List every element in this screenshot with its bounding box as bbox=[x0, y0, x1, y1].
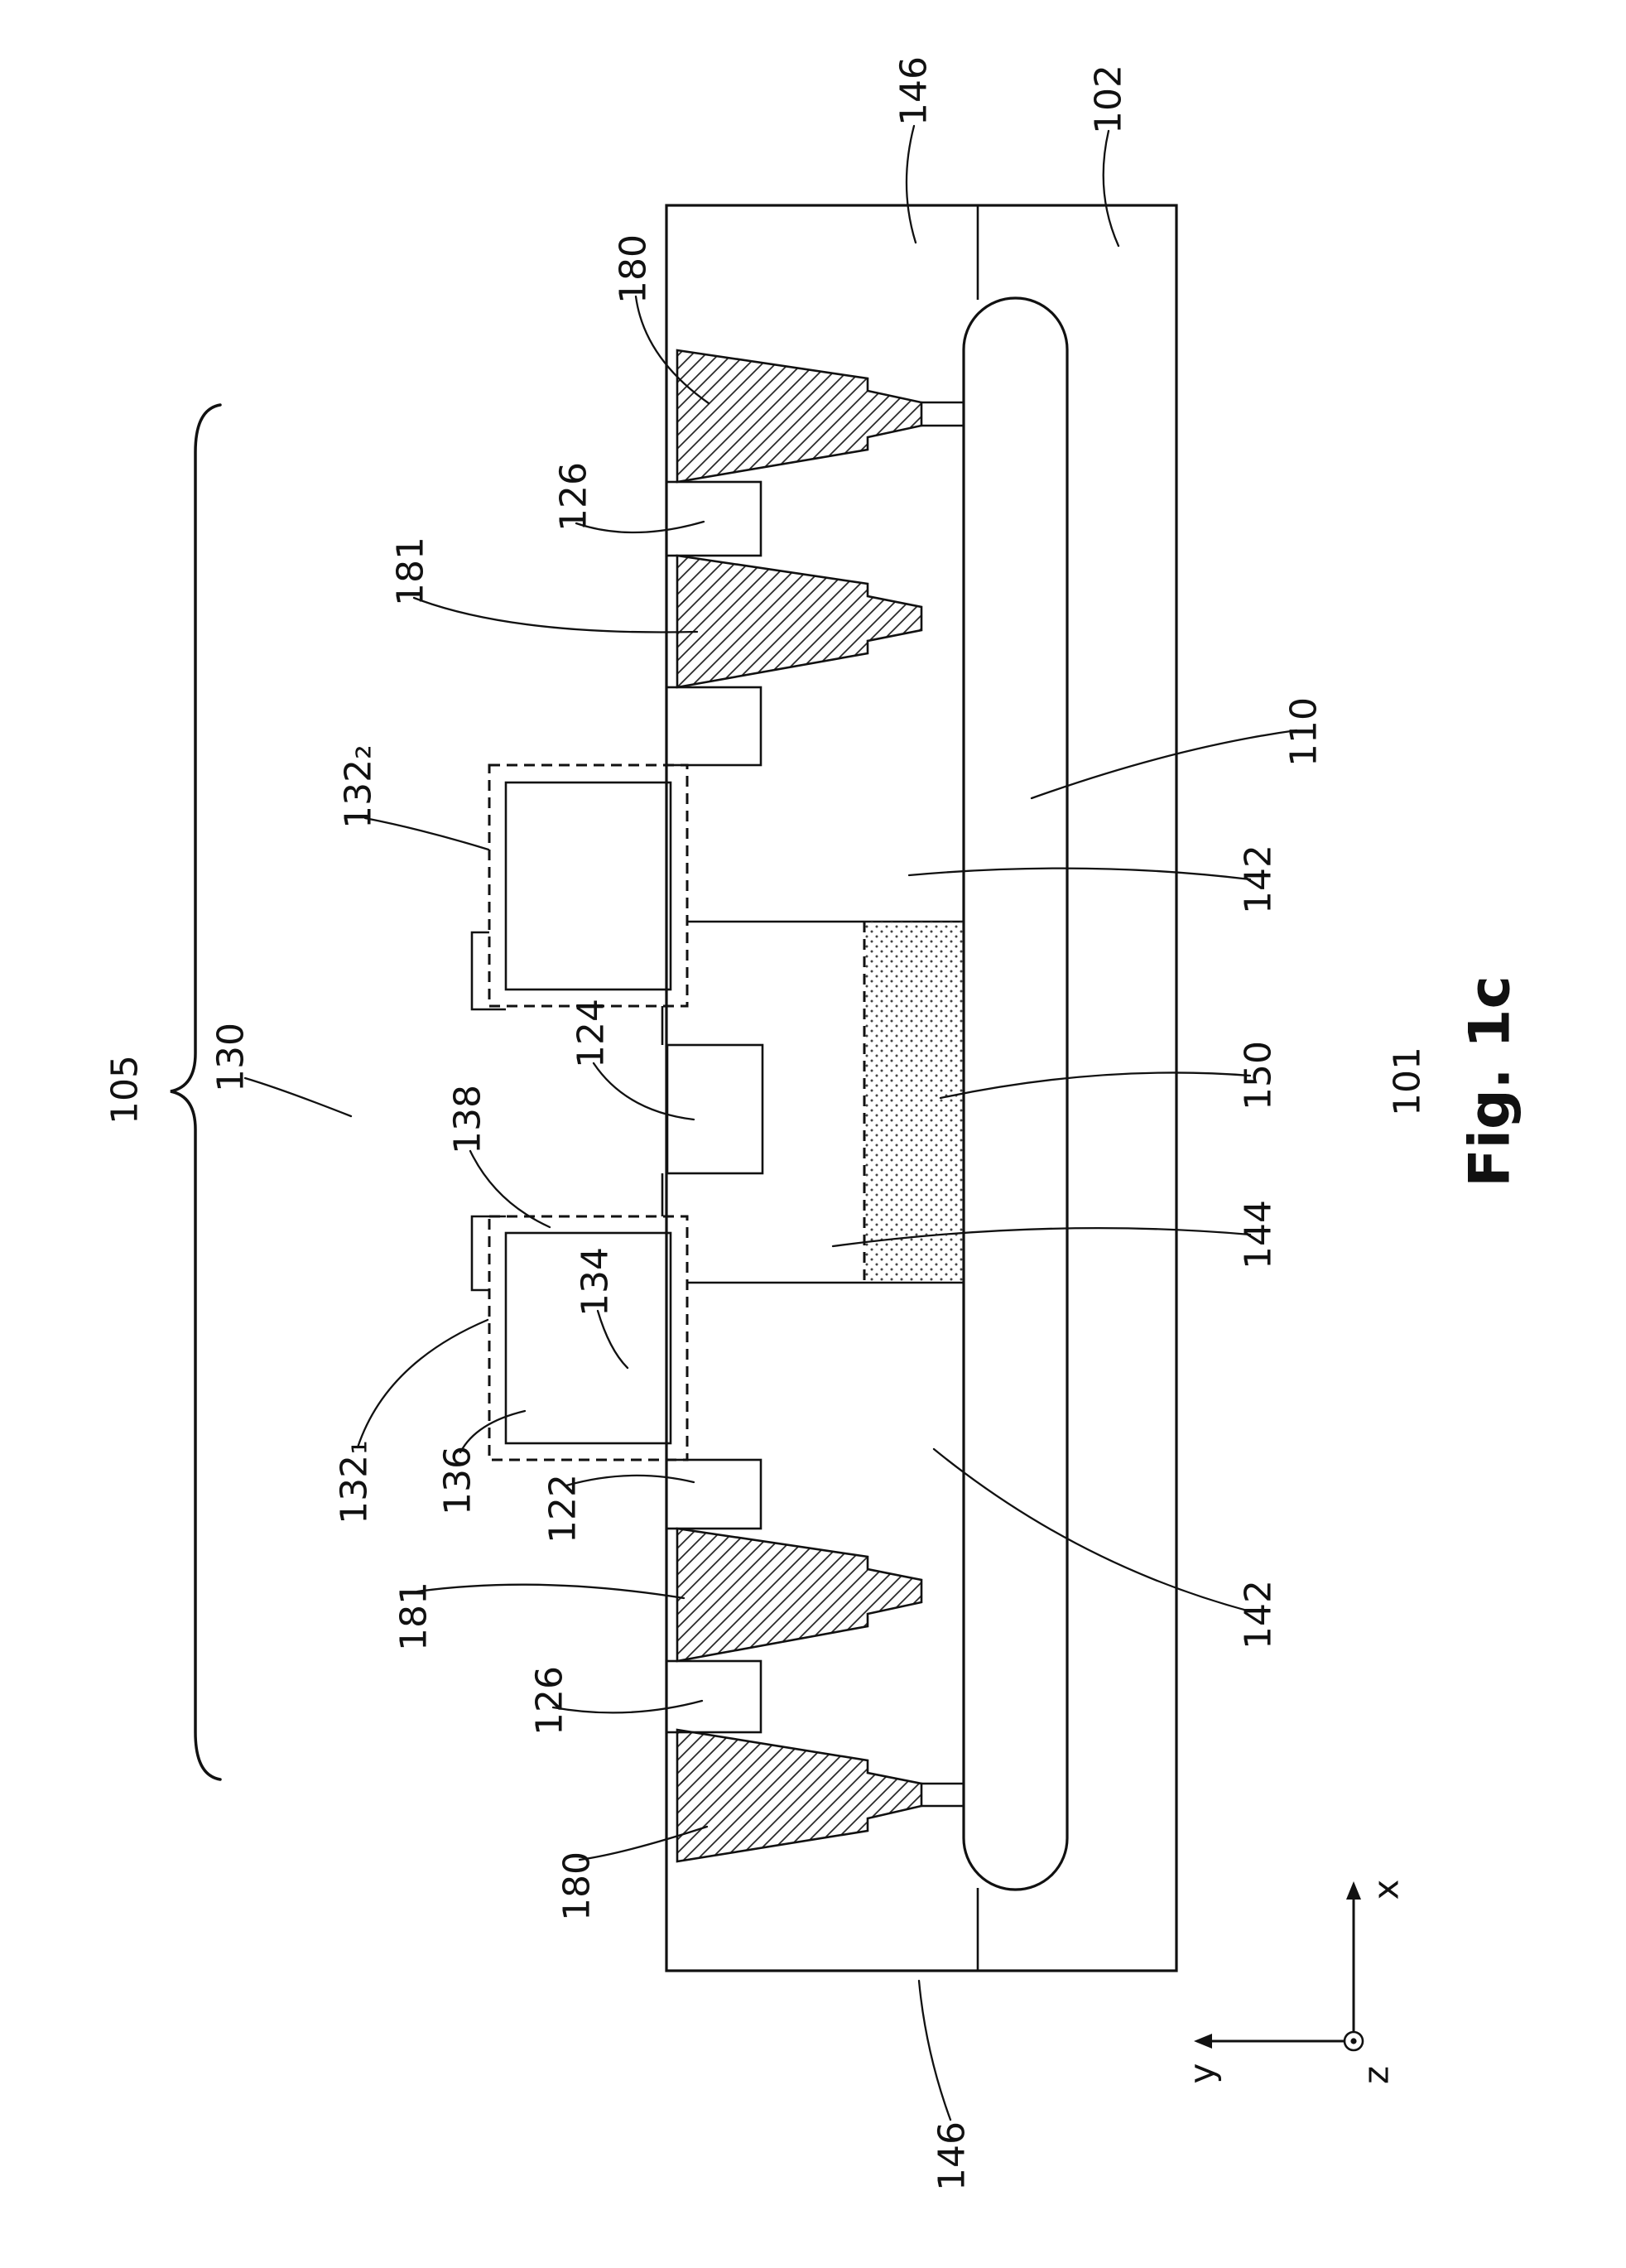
leader-181-top bbox=[412, 596, 699, 633]
center-structures bbox=[661, 1006, 764, 1216]
gate2-body bbox=[504, 781, 672, 991]
label-142-top: 142 bbox=[1238, 845, 1280, 914]
leader-146-top bbox=[905, 124, 917, 244]
leader-124 bbox=[592, 1062, 695, 1121]
label-101: 101 bbox=[1387, 1047, 1429, 1116]
y-axis-label: y bbox=[1182, 2063, 1223, 2084]
inner-well-region bbox=[687, 920, 964, 1284]
buried-well-110 bbox=[962, 296, 1069, 1891]
block-124 bbox=[666, 1043, 764, 1175]
z-axis-label: z bbox=[1356, 2066, 1397, 2084]
label-126-top: 126 bbox=[553, 462, 595, 532]
gate2-liner-tab bbox=[470, 931, 506, 1011]
label-122: 122 bbox=[542, 1474, 584, 1543]
label-180-bottom: 180 bbox=[556, 1851, 599, 1921]
leader-130 bbox=[243, 1076, 353, 1118]
leader-142-bottom bbox=[932, 1447, 1252, 1613]
label-142-bottom: 142 bbox=[1238, 1580, 1280, 1649]
label-181-bottom: 181 bbox=[393, 1582, 435, 1651]
leader-110 bbox=[1030, 729, 1298, 800]
leader-146-bottom bbox=[917, 1979, 952, 2121]
leader-180-bottom bbox=[578, 1825, 709, 1861]
label-132-1: 132₁ bbox=[334, 1440, 376, 1524]
doped-strip-150 bbox=[864, 922, 964, 1283]
label-132-2: 132₂ bbox=[338, 744, 380, 829]
gate-stack-2 bbox=[470, 763, 689, 1011]
leader-lines bbox=[243, 124, 1298, 2121]
region-122 bbox=[665, 1458, 762, 1530]
label-180-top: 180 bbox=[613, 234, 655, 304]
region-126-top bbox=[665, 480, 762, 557]
leader-138 bbox=[469, 1149, 551, 1229]
label-105: 105 bbox=[104, 1055, 147, 1124]
contact-181-bottom bbox=[676, 1527, 923, 1663]
gate-stack-1 bbox=[470, 1215, 689, 1461]
coordinate-axes: x y z bbox=[1182, 1880, 1407, 2084]
gate1-liner-tab bbox=[470, 1215, 506, 1292]
label-126-bottom: 126 bbox=[529, 1666, 571, 1736]
x-axis-arrowhead bbox=[1346, 1881, 1361, 1900]
leader-181-bottom bbox=[416, 1583, 686, 1600]
contact-180-bottom bbox=[676, 1728, 923, 1863]
reference-labels: 146 102 180 126 181 132₂ 124 138 134 136… bbox=[104, 56, 1429, 2191]
leader-132-1 bbox=[356, 1318, 489, 1449]
leader-102 bbox=[1102, 129, 1120, 248]
label-146-bottom: 146 bbox=[931, 2121, 974, 2191]
region-126-bottom bbox=[665, 1659, 762, 1734]
leader-126-top bbox=[575, 520, 705, 534]
leader-122 bbox=[565, 1474, 695, 1487]
x-axis-label: x bbox=[1366, 1880, 1407, 1900]
z-axis-dot bbox=[1350, 2038, 1357, 2044]
leader-136 bbox=[459, 1409, 527, 1454]
label-134: 134 bbox=[575, 1247, 617, 1317]
surface-regions bbox=[665, 480, 762, 1734]
gate1-body bbox=[504, 1231, 672, 1445]
leader-180-top bbox=[634, 295, 710, 405]
gate2-dashed-outline bbox=[488, 763, 689, 1008]
leader-144 bbox=[831, 1226, 1252, 1248]
label-150: 150 bbox=[1238, 1041, 1280, 1110]
leader-126-bottom bbox=[551, 1699, 704, 1714]
label-110: 110 bbox=[1283, 697, 1325, 767]
label-136: 136 bbox=[437, 1446, 479, 1515]
group-brace-105 bbox=[170, 403, 222, 1781]
contacts bbox=[676, 349, 964, 1863]
label-144: 144 bbox=[1238, 1200, 1280, 1269]
label-181-top: 181 bbox=[390, 537, 432, 606]
label-124: 124 bbox=[570, 999, 613, 1068]
gate1-dashed-outline bbox=[488, 1215, 689, 1461]
leader-134 bbox=[596, 1309, 629, 1370]
label-138: 138 bbox=[447, 1085, 489, 1154]
leader-142-top bbox=[907, 867, 1252, 881]
leader-132-2 bbox=[363, 816, 490, 851]
label-130: 130 bbox=[210, 1023, 253, 1092]
contact-181-top bbox=[676, 554, 923, 689]
contact-180-top bbox=[676, 349, 923, 484]
label-102: 102 bbox=[1088, 65, 1130, 134]
region-ext-top bbox=[665, 686, 762, 767]
y-axis-arrowhead bbox=[1194, 2034, 1212, 2049]
leader-150 bbox=[939, 1071, 1252, 1100]
label-146-top: 146 bbox=[893, 56, 936, 126]
figure-caption: Fig. 1c bbox=[1458, 975, 1523, 1187]
